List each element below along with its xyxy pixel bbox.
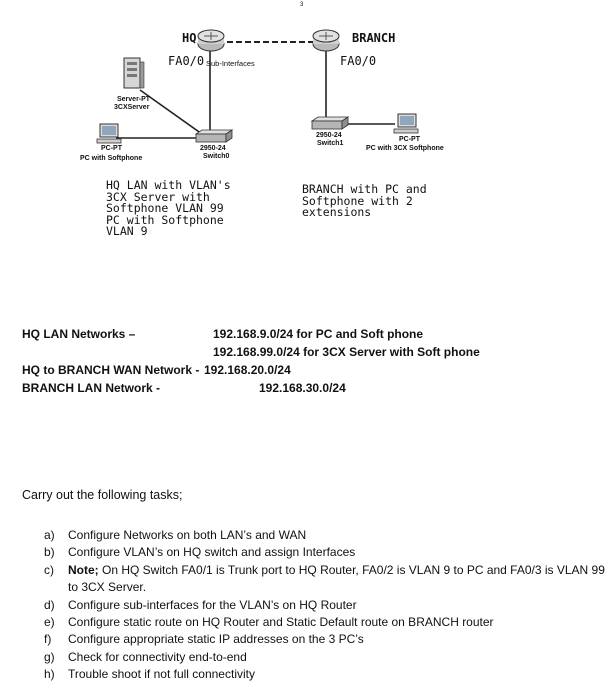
hq-pc-label-1: PC-PT bbox=[101, 145, 122, 152]
hq-router-icon bbox=[197, 29, 225, 52]
hq-switch-label-2: Switch0 bbox=[203, 153, 230, 160]
hq-router-port-label: FA0/0 bbox=[168, 54, 205, 68]
task-letter: e) bbox=[44, 615, 55, 630]
branch-router-icon bbox=[312, 29, 340, 52]
task-text: Trouble shoot if not full connectivity bbox=[68, 667, 255, 682]
list-item: b) Configure VLAN’s on HQ switch and assi… bbox=[22, 544, 607, 561]
task-text: Configure sub-interfaces for the VLAN’s … bbox=[68, 597, 357, 612]
server-label-2: 3CXServer bbox=[114, 104, 150, 111]
branch-lan-value: 192.168.30.0/24 bbox=[259, 381, 346, 395]
task-letter: g) bbox=[44, 649, 55, 664]
task-text: Configure static route on HQ Router and … bbox=[68, 615, 494, 630]
branch-description: BRANCH with PC and Softphone with 2 exte… bbox=[302, 182, 427, 219]
task-note-bold: Note; bbox=[68, 562, 99, 577]
task-letter: h) bbox=[44, 667, 55, 682]
hq-lan-label: HQ LAN Networks – bbox=[22, 327, 136, 341]
list-item: a) Configure Networks on both LAN’s and W… bbox=[22, 527, 607, 544]
task-list: a) Configure Networks on both LAN’s and W… bbox=[22, 527, 607, 684]
server-label-1: Server-PT bbox=[117, 96, 151, 103]
branch-router-port-label: FA0/0 bbox=[340, 54, 377, 68]
task-text: Configure appropriate static IP addresse… bbox=[68, 632, 364, 647]
list-item: f) Configure appropriate static IP addres… bbox=[22, 631, 607, 648]
wan-value: 192.168.20.0/24 bbox=[204, 363, 291, 377]
task-text: Configure VLAN’s on HQ switch and assign… bbox=[68, 545, 356, 560]
hq-lan-value-1: 192.168.9.0/24 for PC and Soft phone bbox=[213, 327, 424, 341]
branch-switch-label-2: Switch1 bbox=[317, 140, 344, 147]
branch-router-label: BRANCH bbox=[352, 31, 396, 45]
branch-pc-label-1: PC-PT bbox=[399, 136, 420, 143]
task-letter: f) bbox=[44, 632, 52, 647]
sub-interfaces-label: Sub-Interfaces bbox=[206, 59, 255, 68]
list-item: d) Configure sub-interfaces for the VLAN’… bbox=[22, 597, 607, 614]
branch-pc-icon bbox=[393, 113, 419, 134]
server-switch-link bbox=[139, 89, 203, 135]
branch-switch-label-1: 2950-24 bbox=[316, 132, 342, 139]
branch-pc-label-2: PC with 3CX Softphone bbox=[366, 145, 444, 152]
branch-lan-label: BRANCH LAN Network - bbox=[22, 381, 160, 395]
task-text: On HQ Switch FA0/1 is Trunk port to HQ R… bbox=[68, 562, 605, 595]
task-letter: c) bbox=[44, 562, 54, 577]
wan-label: HQ to BRANCH WAN Network - bbox=[22, 363, 200, 377]
tasks-intro: Carry out the following tasks; bbox=[22, 488, 183, 502]
hq-switch-label-1: 2950-24 bbox=[200, 145, 226, 152]
hq-pc-icon bbox=[96, 123, 122, 144]
list-item: c) Note; On HQ Switch FA0/1 is Trunk port… bbox=[22, 562, 607, 597]
list-item: e) Configure static route on HQ Router an… bbox=[22, 614, 607, 631]
task-letter: d) bbox=[44, 597, 55, 612]
task-text: Check for connectivity end-to-end bbox=[68, 649, 247, 664]
list-item: h) Trouble shoot if not full connectivity bbox=[22, 666, 607, 683]
top-marker: 3 bbox=[300, 2, 304, 8]
server-icon bbox=[123, 57, 145, 89]
list-item: g) Check for connectivity end-to-end bbox=[22, 649, 607, 666]
branch-switch-icon bbox=[310, 116, 350, 130]
network-diagram bbox=[96, 29, 419, 144]
task-letter: a) bbox=[44, 528, 55, 542]
hq-description: HQ LAN with VLAN's 3CX Server with Softp… bbox=[106, 178, 231, 238]
hq-pc-label-2: PC with Softphone bbox=[80, 155, 143, 162]
task-text: Configure Networks on both LAN’s and WAN bbox=[68, 528, 307, 542]
hq-lan-value-2: 192.168.99.0/24 for 3CX Server with Soft… bbox=[213, 345, 480, 359]
task-letter: b) bbox=[44, 545, 55, 560]
hq-router-label: HQ bbox=[182, 31, 197, 45]
hq-switch-icon bbox=[194, 129, 234, 143]
